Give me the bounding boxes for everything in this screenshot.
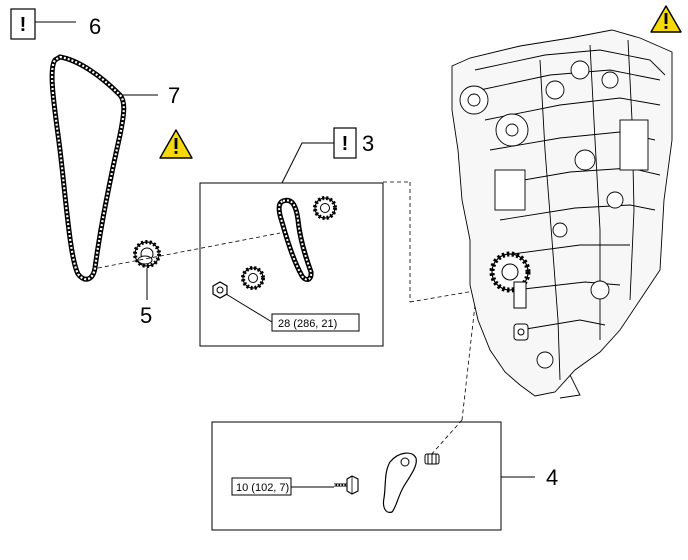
oil-pump-chain-box bbox=[199, 182, 384, 347]
tensioner-spring bbox=[424, 453, 440, 465]
timing-chain bbox=[49, 54, 127, 282]
oil-pump-drive-sprocket bbox=[313, 196, 337, 220]
caution-triangle-icon bbox=[650, 5, 682, 33]
torque-spec-upper: 28 (286, 21) bbox=[278, 318, 337, 330]
svg-text:!: ! bbox=[20, 14, 27, 36]
alignment-line bbox=[97, 232, 281, 269]
torque-spec-lower: 10 (102, 7) bbox=[236, 482, 289, 494]
callout-7: 7 bbox=[168, 83, 180, 108]
tensioner-bolt bbox=[334, 475, 359, 495]
tensioner-arm bbox=[382, 452, 417, 513]
callout-4: 4 bbox=[546, 465, 558, 490]
alignment-line bbox=[409, 289, 481, 303]
svg-text:!: ! bbox=[342, 133, 349, 155]
caution-triangle-icon bbox=[159, 129, 193, 159]
callout-5: 5 bbox=[140, 303, 152, 328]
torque-box-lower bbox=[231, 477, 292, 496]
alignment-line bbox=[461, 304, 476, 421]
engine-tensioner bbox=[513, 323, 529, 341]
callout-6: 6 bbox=[89, 14, 101, 39]
leader-line-3 bbox=[281, 142, 334, 184]
torque-leader-upper bbox=[225, 293, 273, 323]
oil-pump-driven-sprocket bbox=[241, 266, 265, 290]
callout-3: 3 bbox=[362, 131, 374, 156]
tensioner-box bbox=[211, 421, 502, 531]
notice-icon-3: ! bbox=[333, 127, 357, 159]
torque-box-upper bbox=[271, 313, 360, 332]
sprocket-nut bbox=[212, 281, 228, 299]
oil-pump-chain bbox=[276, 197, 314, 282]
alignment-line bbox=[429, 419, 463, 457]
notice-icon-6: ! bbox=[10, 8, 36, 40]
engine-crank-sprocket bbox=[489, 251, 531, 309]
engine-block bbox=[451, 29, 673, 399]
crankshaft-sprocket bbox=[133, 240, 161, 268]
